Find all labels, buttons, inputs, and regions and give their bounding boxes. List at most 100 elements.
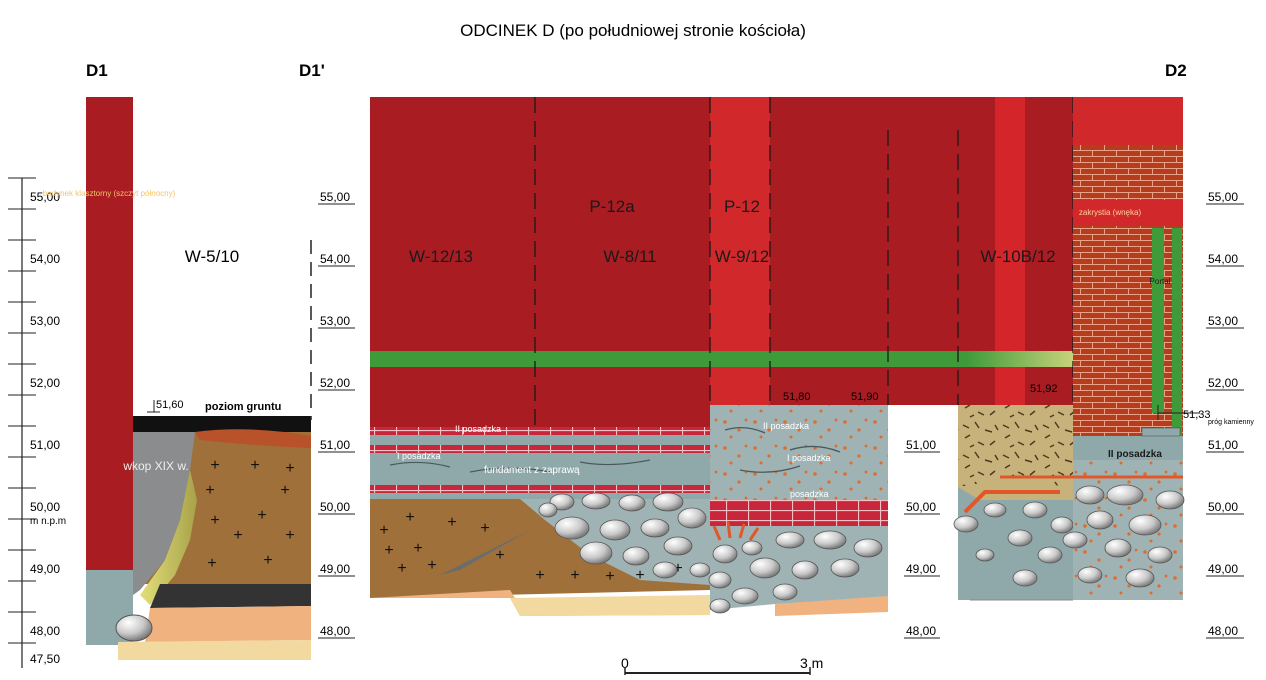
soil-marks: +++ ++ ++ ++ ++ xyxy=(205,457,294,572)
mid-tick-4800: 48,00 xyxy=(320,624,350,638)
right-tick-5200: 52,00 xyxy=(1208,376,1238,390)
svg-text:+: + xyxy=(570,567,579,584)
mid-tick-5400: 54,00 xyxy=(320,252,350,266)
svg-text:+: + xyxy=(257,507,266,524)
right-tick-4900: 49,00 xyxy=(1208,562,1238,576)
level-5190: 51,90 xyxy=(851,391,879,403)
svg-text:+: + xyxy=(285,527,294,544)
label-w5-10: W-5/10 xyxy=(185,247,240,266)
label-p12: P-12 xyxy=(724,197,760,216)
right-tick-5300: 53,00 xyxy=(1208,314,1238,328)
left-underground: ++++ +++ ++ +++++ xyxy=(370,492,711,616)
label-w10b-12: W-10B/12 xyxy=(980,247,1055,266)
left-tick-5300: 53,00 xyxy=(30,314,60,328)
right-elevation-ruler: 55,00 54,00 53,00 52,00 51,00 50,00 49,0… xyxy=(1206,190,1244,639)
right-tick-5500: 55,00 xyxy=(1208,190,1238,204)
level-5192: 51,92 xyxy=(1030,383,1058,395)
middle-boulders xyxy=(708,530,883,614)
annotation-fundament-zaprawa: fundament z zaprawą xyxy=(484,465,580,476)
level-5180: 51,80 xyxy=(783,391,811,403)
right-boulders-a xyxy=(953,501,1074,587)
svg-text:+: + xyxy=(447,514,456,531)
profile-label-d2: D2 xyxy=(1165,61,1187,80)
svg-text:+: + xyxy=(210,512,219,529)
svg-text:+: + xyxy=(495,547,504,564)
mid-tick-5500: 55,00 xyxy=(320,190,350,204)
svg-text:+: + xyxy=(673,560,682,577)
left-tick-5400: 54,00 xyxy=(30,252,60,266)
svg-text:+: + xyxy=(413,540,422,557)
section-w5-10: W-5/10 51,60 poziom gruntu wkop XIX w. +… xyxy=(115,240,312,660)
left-floor-layers: II posadzka I posadzka fundament z zapra… xyxy=(370,424,710,499)
left-tick-5100: 51,00 xyxy=(30,438,60,452)
svg-text:+: + xyxy=(427,557,436,574)
svg-text:+: + xyxy=(635,567,644,584)
svg-text:+: + xyxy=(535,567,544,584)
right-boulders-b xyxy=(1062,484,1185,588)
right-section-block xyxy=(953,405,1074,601)
right-tick-5400: 54,00 xyxy=(1208,252,1238,266)
annotation-ii-posadzka-left: II posadzka xyxy=(455,424,501,434)
annotation-portal: Portal xyxy=(1150,277,1171,286)
label-p12a: P-12a xyxy=(589,197,635,216)
annotation-prog-kamienny: próg kamienny xyxy=(1208,419,1254,426)
svg-text:+: + xyxy=(233,527,242,544)
mid-tick-4900: 49,00 xyxy=(320,562,350,576)
left-tick-5000: 50,00 xyxy=(30,500,60,514)
underground-soil-marks: ++++ +++ ++ +++++ xyxy=(379,509,682,585)
annotation-poziom-gruntu: poziom gruntu xyxy=(205,401,281,413)
label-w9-12: W-9/12 xyxy=(715,247,770,266)
mid-tick-5000: 50,00 xyxy=(320,500,350,514)
svg-text:+: + xyxy=(605,568,614,585)
scale-bar: 0 3 m xyxy=(621,655,823,675)
d2-brick-structure: zakrystia (wnęka) Portal II posadzka 51,… xyxy=(1000,97,1254,600)
scale-bar-start: 0 xyxy=(621,655,629,671)
svg-text:+: + xyxy=(210,457,219,474)
left-tick-5500: 55,00 xyxy=(30,190,60,204)
left-tick-4800: 48,00 xyxy=(30,624,60,638)
annotation-i-posadzka-mid: I posadzka xyxy=(787,453,831,463)
right-tick-5000: 50,00 xyxy=(1208,500,1238,514)
svg-text:+: + xyxy=(263,552,272,569)
svg-text:+: + xyxy=(379,522,388,539)
svg-text:+: + xyxy=(384,542,393,559)
svg-text:+: + xyxy=(405,509,414,526)
svg-text:+: + xyxy=(480,520,489,537)
left-tick-4900: 49,00 xyxy=(30,562,60,576)
left-boulders xyxy=(538,492,711,579)
left-tick-4750: 47,50 xyxy=(30,652,60,666)
mid-tick-5200: 52,00 xyxy=(320,376,350,390)
scale-bar-end: 3 m xyxy=(800,655,823,671)
svg-text:+: + xyxy=(250,457,259,474)
inner-tick-4800: 48,00 xyxy=(906,624,936,638)
mid-tick-5300: 53,00 xyxy=(320,314,350,328)
middle-elevation-ruler: 55,00 54,00 53,00 52,00 51,00 50,00 49,0… xyxy=(318,190,355,639)
inner-tick-4900: 49,00 xyxy=(906,562,936,576)
inner-tick-5000: 50,00 xyxy=(906,500,936,514)
annotation-zakrystia: zakrystia (wnęka) xyxy=(1079,208,1142,217)
level-5133: 51,33 xyxy=(1183,409,1211,421)
right-tick-4800: 48,00 xyxy=(1208,624,1238,638)
annotation-wkop: wkop XIX w. xyxy=(122,459,188,473)
inner-tick-5100: 51,00 xyxy=(906,438,936,452)
profile-label-d1-prime: D1' xyxy=(299,61,325,80)
right-tick-5100: 51,00 xyxy=(1208,438,1238,452)
drawing-title: ODCINEK D (po południowej stronie kościo… xyxy=(460,21,806,40)
level-5160: 51,60 xyxy=(156,399,184,411)
mid-tick-5100: 51,00 xyxy=(320,438,350,452)
middle-rubble-column: II posadzka I posadzka posadzka xyxy=(708,405,888,616)
svg-text:+: + xyxy=(285,460,294,477)
left-tick-5200: 52,00 xyxy=(30,376,60,390)
svg-text:+: + xyxy=(280,482,289,499)
annotation-ii-posadzka-mid: II posadzka xyxy=(763,421,809,431)
annotation-budynek-klasztorny: budynek klasztorny (szczyt północny) xyxy=(43,189,176,198)
svg-text:+: + xyxy=(397,560,406,577)
annotation-posadzka-mid: posadzka xyxy=(790,489,829,499)
annotation-i-posadzka-left: I posadzka xyxy=(397,451,441,461)
label-w12-13: W-12/13 xyxy=(409,247,473,266)
annotation-ii-posadzka-right: II posadzka xyxy=(1108,449,1162,460)
svg-text:+: + xyxy=(205,482,214,499)
left-elevation-ruler: 55,00 54,00 53,00 52,00 51,00 50,00 m n.… xyxy=(8,177,66,668)
